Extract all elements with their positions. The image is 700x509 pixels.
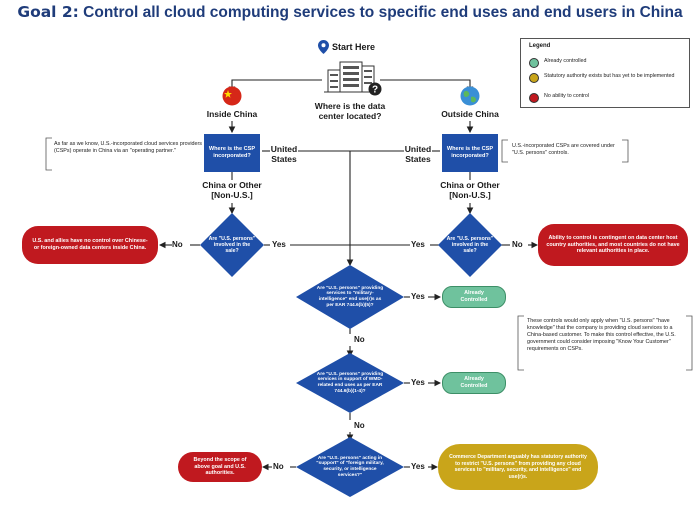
note-operating-partner: As far as we know, U.S.-incorporated clo… <box>54 141 203 155</box>
china-other-label-right: China or Other [Non-U.S.] <box>440 180 500 200</box>
united-states-label-left: United States <box>270 144 298 164</box>
location-pin-icon <box>318 40 329 54</box>
yes-label-right: Yes <box>411 240 425 249</box>
united-states-label-right: United States <box>404 144 432 164</box>
question-wmd-end-uses: Are "U.S. persons" providing services in… <box>316 371 384 394</box>
csp-question-right: Where is the CSP incorporated? <box>442 134 498 172</box>
sale-question-right: Are "U.S. persons" involved in the sale? <box>446 235 494 255</box>
yes-label-q3: Yes <box>411 462 425 471</box>
outcome-commerce-authority: Commerce Department arguably has statuto… <box>438 444 598 490</box>
question-support-foreign-military: Are "U.S. persons" acting in "support" o… <box>316 455 384 478</box>
legend-item-controlled: Already controlled <box>529 58 586 68</box>
outside-china-label: Outside China <box>441 109 499 119</box>
outcome-already-controlled-q1: Already Controlled <box>442 286 506 308</box>
sale-question-left: Are "U.S. persons" involved in the sale? <box>208 235 256 255</box>
legend-item-statutory: Statutory authority exists but has yet t… <box>529 73 679 83</box>
note-us-persons-coverage: U.S.-incorporated CSPs are covered under… <box>512 143 615 157</box>
outcome-already-controlled-q2: Already Controlled <box>442 372 506 394</box>
page-title: Goal 2: Control all cloud computing serv… <box>17 3 683 21</box>
green-dot-icon <box>529 58 539 68</box>
globe-icon <box>460 86 480 106</box>
no-label-q3: No <box>273 462 284 471</box>
yes-label-left: Yes <box>272 240 286 249</box>
no-label-q2: No <box>354 421 365 430</box>
question-icon: ? <box>368 82 382 96</box>
no-label-right: No <box>512 240 523 249</box>
outcome-no-control-china: U.S. and allies have no control over Chi… <box>22 226 158 264</box>
server-icon <box>324 61 378 93</box>
csp-question-left: Where is the CSP incorporated? <box>204 134 260 172</box>
decision-diamonds <box>200 213 502 497</box>
gold-dot-icon <box>529 73 539 83</box>
legend-item-no-control: No ability to control <box>529 93 589 103</box>
note-know-your-customer: These controls would only apply when "U.… <box>527 318 676 353</box>
outcome-beyond-scope: Beyond the scope of above goal and U.S. … <box>178 452 262 482</box>
start-here: Start Here <box>318 40 375 54</box>
outcome-host-country-dependent: Ability to control is contingent on data… <box>538 224 688 266</box>
legend-title: Legend <box>529 43 551 49</box>
question-military-intelligence: Are "U.S. persons" providing services to… <box>316 285 384 308</box>
red-dot-icon <box>529 93 539 103</box>
yes-label-q2: Yes <box>411 378 425 387</box>
yes-label-q1: Yes <box>411 292 425 301</box>
no-label-left: No <box>172 240 183 249</box>
china-flag-icon <box>222 86 242 106</box>
svg-text:?: ? <box>372 85 378 96</box>
legend: Legend Already controlled Statutory auth… <box>520 38 690 108</box>
no-label-q1: No <box>354 335 365 344</box>
start-question: Where is the data center located? <box>314 101 386 121</box>
china-other-label-left: China or Other [Non-U.S.] <box>202 180 262 200</box>
inside-china-label: Inside China <box>206 109 258 119</box>
